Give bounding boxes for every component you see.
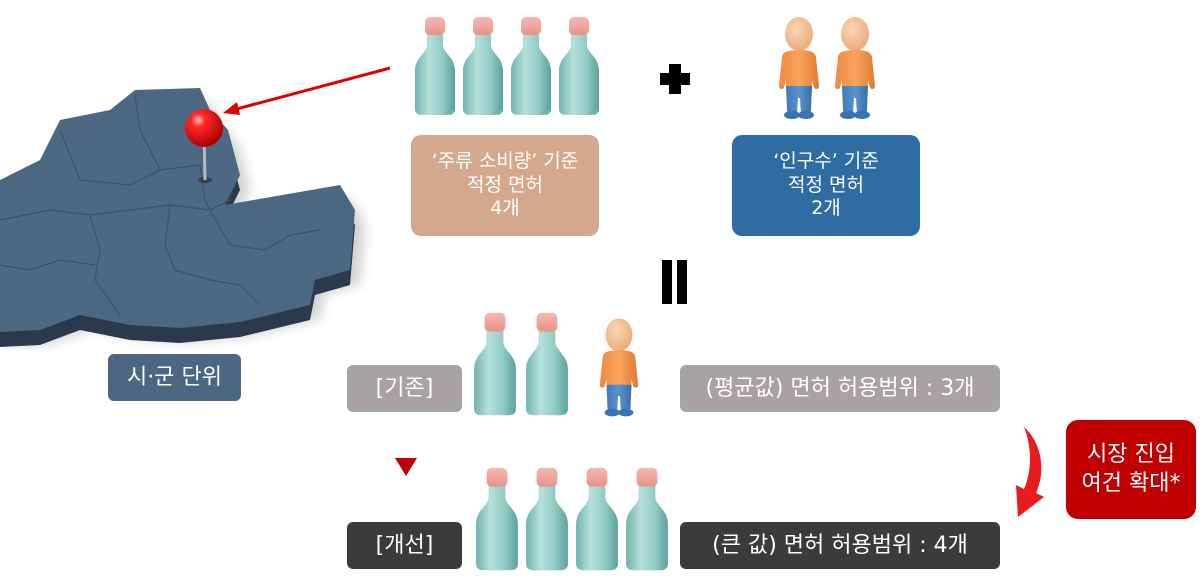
alcohol-criterion-box: ‘주류 소비량’ 기준 적정 면허 4개	[411, 135, 599, 236]
alcohol-criterion-subtitle: 적정 면허	[467, 173, 543, 196]
bottle-icon	[509, 15, 553, 115]
down-triangle-icon	[395, 458, 417, 476]
population-criterion-count: 2개	[811, 197, 841, 220]
alcohol-bottles	[413, 15, 601, 115]
plus-icon	[660, 64, 690, 94]
before-bottles	[472, 310, 570, 416]
after-range-box: (큰 값) 면허 허용범위 : 4개	[680, 522, 1000, 569]
bottle-icon	[524, 465, 570, 571]
population-criterion-title: ‘인구수’ 기준	[773, 149, 879, 172]
after-range-text: (큰 값) 면허 허용범위 : 4개	[712, 532, 968, 558]
equals-icon	[662, 260, 687, 304]
bottle-icon	[624, 465, 670, 571]
region-unit-text: 시·군 단위	[127, 364, 222, 390]
bottle-icon	[413, 15, 457, 115]
alcohol-criterion-count: 4개	[490, 197, 520, 220]
person-icon	[774, 14, 824, 119]
before-people	[595, 312, 643, 420]
alcohol-criterion-title: ‘주류 소비량’ 기준	[431, 149, 579, 172]
after-tag: [개선]	[347, 522, 462, 569]
population-criterion-subtitle: 적정 면허	[788, 173, 864, 196]
population-people	[774, 14, 880, 119]
market-entry-callout: 시장 진입 여건 확대*	[1066, 420, 1196, 519]
population-criterion-box: ‘인구수’ 기준 적정 면허 2개	[732, 135, 920, 236]
before-range-box: (평균값) 면허 허용범위 : 3개	[680, 365, 1000, 412]
after-tag-text: [개선]	[375, 532, 434, 558]
pointer-arrow-icon	[223, 66, 391, 115]
region-unit-label: 시·군 단위	[108, 354, 241, 401]
bottle-icon	[461, 15, 505, 115]
region-map	[0, 70, 380, 350]
callout-line-1: 시장 진입	[1087, 441, 1175, 467]
before-range-text: (평균값) 면허 허용범위 : 3개	[705, 375, 975, 401]
bottle-icon	[524, 310, 570, 416]
person-icon	[830, 14, 880, 119]
bottle-icon	[472, 310, 518, 416]
before-tag: [기존]	[347, 365, 462, 412]
person-icon	[595, 312, 643, 420]
location-pin-icon	[185, 109, 223, 147]
bottle-icon	[574, 465, 620, 571]
callout-line-2: 여건 확대*	[1081, 470, 1181, 496]
map-illustration	[0, 88, 365, 347]
curved-down-arrow-icon	[1016, 427, 1044, 517]
bottle-icon	[557, 15, 601, 115]
after-bottles	[474, 465, 670, 571]
bottle-icon	[474, 465, 520, 571]
before-tag-text: [기존]	[375, 375, 434, 401]
